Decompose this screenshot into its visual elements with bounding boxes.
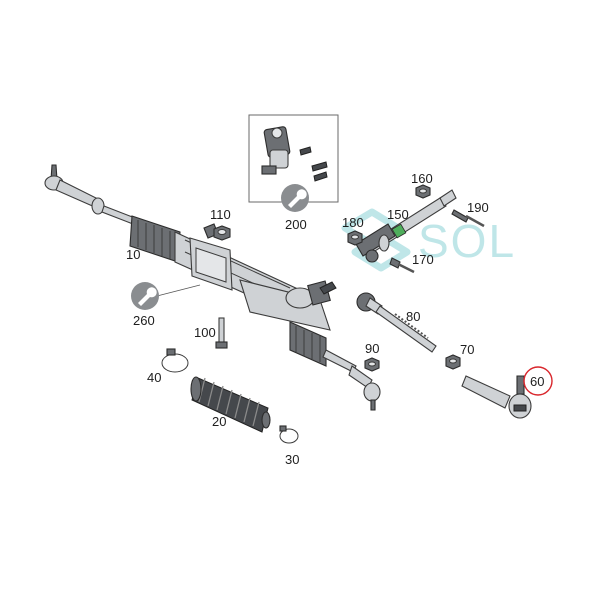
bolt-170: [389, 257, 415, 274]
wrench-badge-200: [281, 184, 309, 212]
callout-180: 180: [342, 215, 364, 230]
nut-180: [347, 230, 363, 246]
highlight-circle-60: [523, 366, 553, 396]
inset-valve-box: [248, 114, 339, 203]
callout-30: 30: [285, 452, 299, 467]
callout-110: 110: [210, 207, 231, 222]
callout-100: 100: [194, 325, 216, 340]
nut-160: [415, 184, 431, 199]
wrench-icon: [138, 287, 157, 306]
callout-190: 190: [467, 200, 489, 215]
callout-60: 60: [530, 374, 544, 389]
callout-10: 10: [126, 247, 140, 262]
callout-20: 20: [212, 414, 226, 429]
bolt-100: [215, 317, 228, 349]
outer-tie-rod-end-60: [461, 375, 532, 419]
bolt-190: [451, 209, 485, 228]
callout-200: 200: [285, 217, 307, 232]
callout-70: 70: [460, 342, 474, 357]
callout-170: 170: [412, 252, 434, 267]
nut-110: [213, 225, 231, 241]
inner-tie-rod-80: [356, 292, 437, 353]
valve-part: [261, 126, 328, 182]
clamp-30: [279, 425, 299, 444]
steering-rack: [44, 164, 381, 411]
callout-150: 150: [387, 207, 409, 222]
nut-90: [364, 357, 380, 372]
boot-20: [190, 376, 271, 433]
intermediate-shaft-150: [355, 189, 457, 263]
nut-70: [445, 354, 461, 370]
wrench-badge-260: [131, 282, 201, 310]
callout-80: 80: [406, 309, 420, 324]
callout-90: 90: [365, 341, 379, 356]
callout-260: 260: [133, 313, 155, 328]
clamp-40: [161, 348, 189, 373]
watermark-text: SOL: [418, 215, 516, 267]
callout-160: 160: [411, 171, 433, 186]
callout-40: 40: [147, 370, 161, 385]
wrench-icon: [288, 189, 307, 208]
